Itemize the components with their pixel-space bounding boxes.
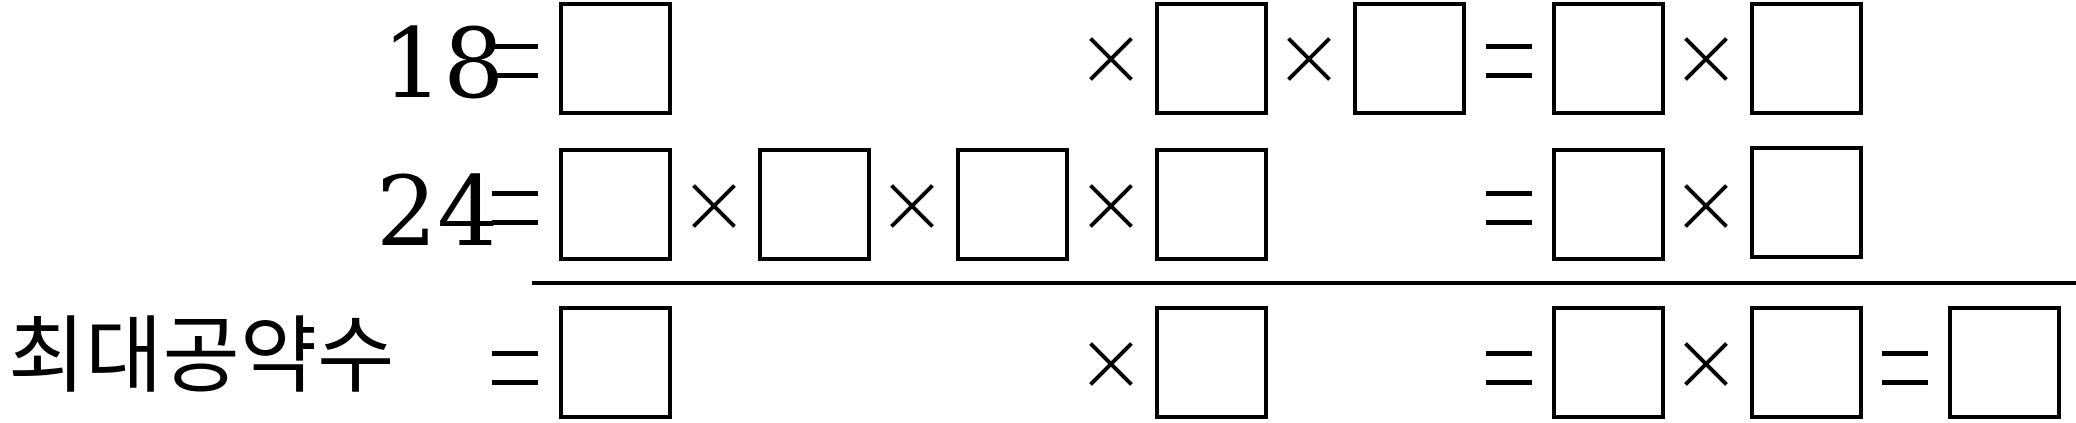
row2-answer-box-3[interactable] (956, 148, 1069, 261)
row2-times-sign-4 (1680, 180, 1732, 232)
row1-answer-box-4[interactable] (1552, 2, 1665, 115)
row1-answer-box-1[interactable] (559, 2, 672, 115)
row3-equals-sign-2 (1486, 351, 1532, 385)
row1-times-sign-1 (1085, 33, 1137, 85)
row2-equals-sign-1 (492, 191, 538, 225)
row2-times-sign-3 (1085, 180, 1137, 232)
row3-gcd-label: 최대공약수 (8, 307, 395, 405)
row1-answer-box-3[interactable] (1353, 2, 1466, 115)
row2-answer-box-6[interactable] (1750, 146, 1863, 259)
row3-times-sign-1 (1085, 338, 1137, 390)
row1-answer-box-5[interactable] (1750, 2, 1863, 115)
row2-times-sign-2 (886, 180, 938, 232)
row1-times-sign-2 (1283, 33, 1335, 85)
row2-number-label: 24 (376, 156, 499, 268)
row3-answer-box-4[interactable] (1750, 306, 1863, 419)
division-rule-line (532, 281, 2076, 285)
row2-answer-box-2[interactable] (758, 148, 871, 261)
row1-equals-sign-2 (1486, 44, 1532, 78)
row1-number-label: 18 (382, 8, 505, 120)
row2-equals-sign-2 (1486, 191, 1532, 225)
row3-answer-box-3[interactable] (1552, 306, 1665, 419)
row3-times-sign-2 (1680, 338, 1732, 390)
row3-equals-sign-1 (492, 351, 538, 385)
row1-times-sign-3 (1680, 33, 1732, 85)
row3-answer-box-2[interactable] (1155, 306, 1268, 419)
row1-answer-box-2[interactable] (1155, 2, 1268, 115)
row3-answer-box-1[interactable] (559, 306, 672, 419)
row2-answer-box-4[interactable] (1155, 148, 1268, 261)
row2-answer-box-1[interactable] (559, 148, 672, 261)
row1-equals-sign-1 (492, 44, 538, 78)
row3-answer-box-5[interactable] (1948, 306, 2061, 419)
row2-times-sign-1 (688, 180, 740, 232)
row2-answer-box-5[interactable] (1552, 148, 1665, 261)
row3-equals-sign-3 (1882, 351, 1928, 385)
